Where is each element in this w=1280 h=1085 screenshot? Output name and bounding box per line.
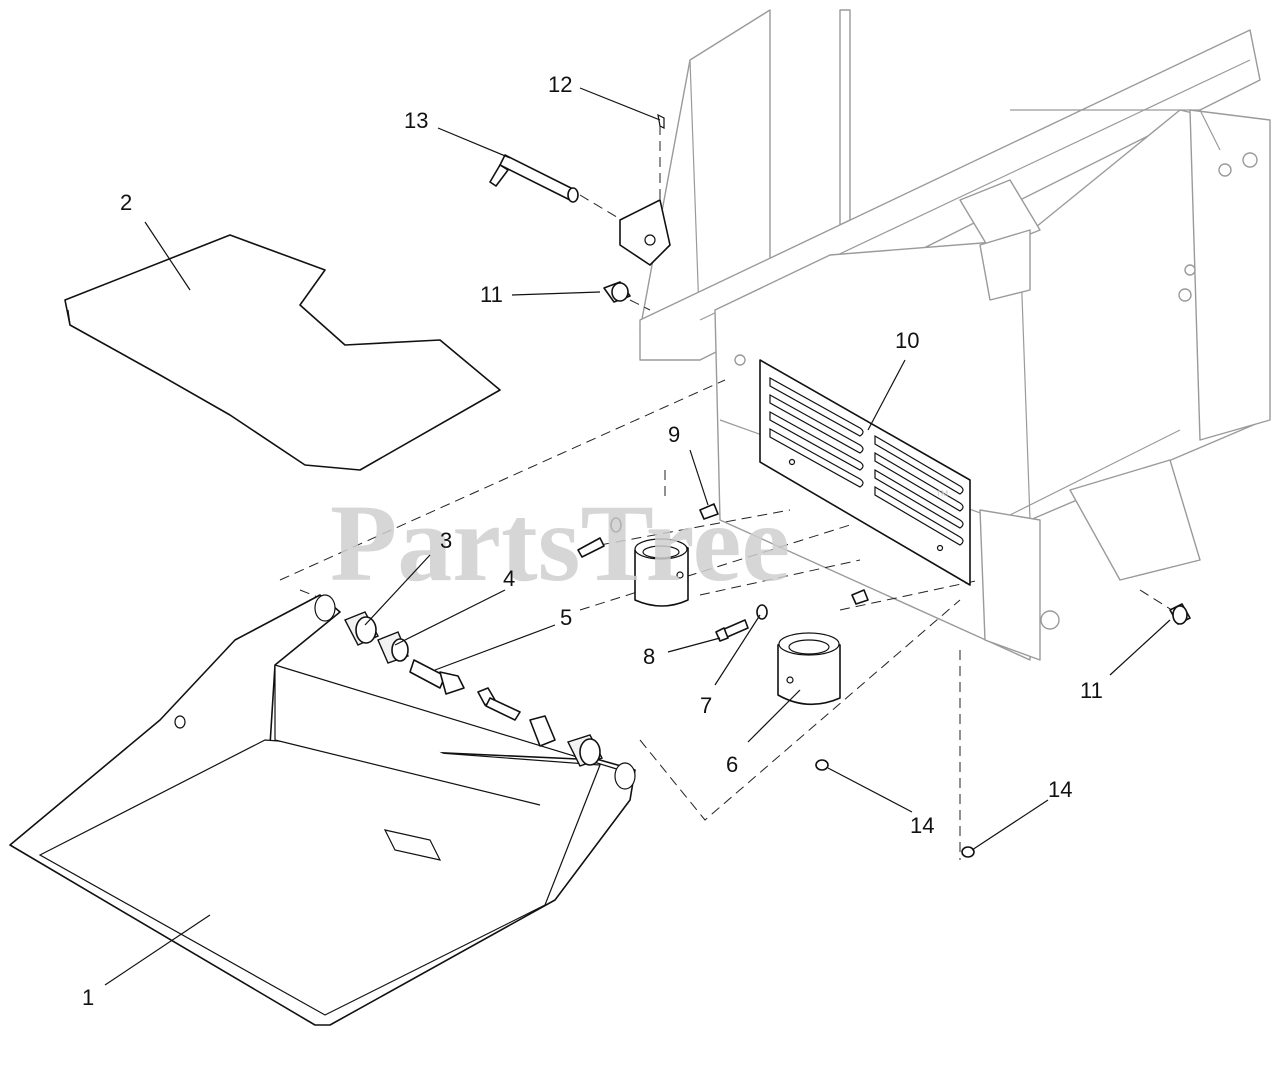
part-14-washer-left [815,759,829,771]
callout-2: 2 [120,190,132,215]
callout-5: 5 [560,605,572,630]
part-11-bushing-upper [603,281,631,303]
nut-right [851,589,869,605]
part-9-screw-upper [577,503,719,558]
part-14-washer-right [961,846,975,858]
part-1-foot-platform [9,594,636,1026]
callout-8: 8 [643,644,655,669]
callout-10: 10 [895,328,919,353]
part-12-cotter-pin [657,113,665,129]
callout-9: 9 [668,422,680,447]
part-2-foot-mat [64,234,501,471]
callout-14-left: 14 [910,813,934,838]
part-6-collar-lower [777,632,841,706]
callout-4: 4 [503,566,515,591]
part-10-vent-grille [759,359,971,586]
callout-6: 6 [726,752,738,777]
right-side-hardware [477,687,603,767]
part-8-screw [715,619,749,642]
callout-12: 12 [548,72,572,97]
part-4-spacer [377,631,409,664]
watermark-text: PartsTree [330,482,790,604]
part-11-nut-right [1169,603,1191,625]
part-6-collar-upper [634,538,689,607]
callout-13: 13 [404,108,428,133]
callout-7: 7 [700,693,712,718]
part-5-bolt [409,659,465,695]
assembly-guide-lines [279,125,1176,860]
callout-14-right: 14 [1048,777,1072,802]
callout-labels: 1 2 3 4 5 6 7 8 9 10 11 11 12 13 14 14 [82,72,1103,1010]
callout-11-right: 11 [1080,678,1103,703]
callout-3: 3 [440,528,452,553]
callout-11-upper: 11 [480,282,503,307]
part-13-latch-pin [489,154,671,266]
chassis-frame [639,9,1271,661]
callout-1: 1 [82,985,94,1010]
part-3-bushing [344,611,379,646]
watermark-trademark: ™ [935,487,949,503]
leader-lines [104,87,1171,986]
